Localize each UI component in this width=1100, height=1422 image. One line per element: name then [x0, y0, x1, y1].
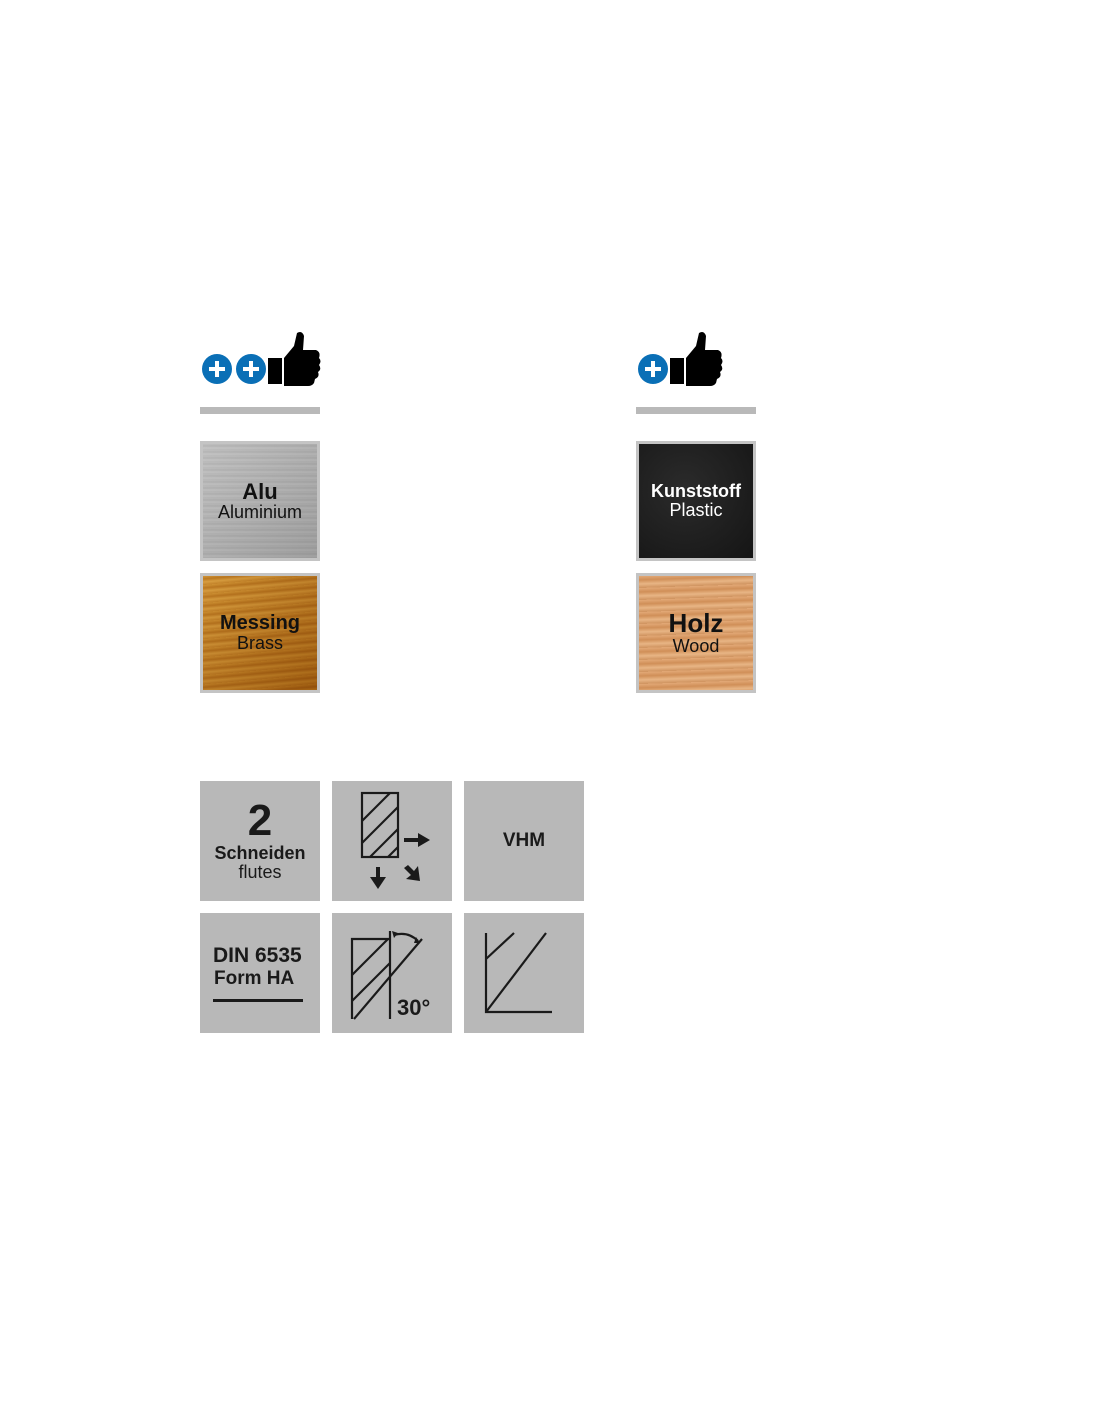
material-title: Kunststoff: [651, 481, 741, 502]
material-tile-aluminium: Alu Aluminium: [200, 441, 320, 561]
helix-angle-value: 30°: [397, 995, 431, 1020]
divider-right: [636, 407, 756, 414]
rating-left: [200, 330, 325, 390]
material-tile-wood: Holz Wood: [636, 573, 756, 693]
thumbs-up-icon: [670, 332, 723, 386]
material-subtitle: Wood: [672, 636, 720, 657]
spec-chamfer: [464, 913, 584, 1033]
material-subtitle: Brass: [236, 633, 283, 654]
material-tile-plastic: Kunststoff Plastic: [636, 441, 756, 561]
din-standard: DIN 6535: [213, 944, 302, 968]
spec-flutes: 2 Schneiden flutes: [200, 781, 320, 901]
chamfer-corner-icon: [484, 932, 552, 1014]
spec-din: DIN 6535 Form HA: [200, 913, 320, 1033]
helix-angle-icon: [350, 931, 423, 1020]
thumbs-up-icon: [268, 332, 321, 386]
din-underline: [213, 998, 303, 1002]
plus-icon: [236, 354, 266, 384]
cutting-direction-icon: [360, 791, 430, 889]
material-label: VHM: [502, 830, 546, 851]
material-subtitle: Plastic: [669, 500, 723, 520]
spec-helix-angle: 30°: [332, 913, 452, 1033]
material-subtitle: Aluminium: [217, 502, 303, 523]
din-form: Form HA: [214, 968, 295, 990]
flutes-label-de: Schneiden: [214, 842, 306, 863]
flutes-label-en: flutes: [238, 862, 282, 883]
material-tile-brass: Messing Brass: [200, 573, 320, 693]
spec-material: VHM: [464, 781, 584, 901]
material-title: Alu: [242, 479, 278, 504]
flutes-number: 2: [247, 795, 273, 845]
material-title: Messing: [219, 612, 301, 635]
plus-icon: [638, 354, 668, 384]
plus-icon: [202, 354, 232, 384]
divider-left: [200, 407, 320, 414]
rating-right: [636, 330, 761, 390]
material-title: Holz: [668, 607, 724, 638]
spec-cutting-direction: [332, 781, 452, 901]
